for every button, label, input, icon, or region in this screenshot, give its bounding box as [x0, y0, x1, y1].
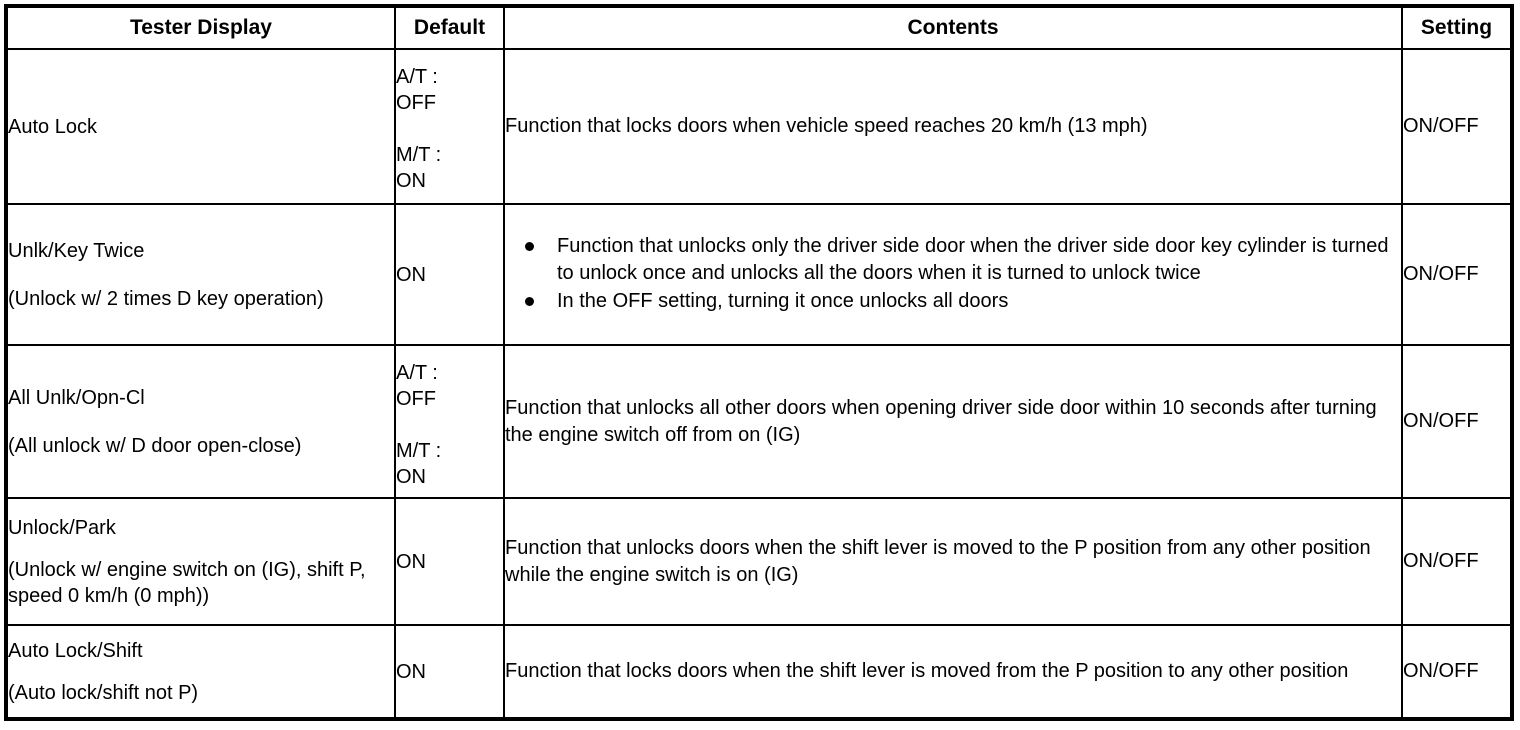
column-header-setting: Setting: [1401, 5, 1513, 50]
cell-contents: Function that locks doors when vehicle s…: [503, 48, 1403, 205]
cell-default: ON: [394, 203, 505, 346]
table-row: Unlock/Park (Unlock w/ engine switch on …: [5, 497, 1513, 626]
cell-contents: Function that unlocks doors when the shi…: [503, 497, 1403, 626]
cell-contents: Function that unlocks all other doors wh…: [503, 344, 1403, 499]
column-header-tester-display: Tester Display: [5, 5, 396, 50]
contents-text: Function that unlocks all other doors wh…: [505, 396, 1377, 446]
tester-display-name: Auto Lock/Shift: [8, 639, 143, 662]
contents-text: Function that locks doors when vehicle s…: [505, 115, 1148, 137]
cell-setting: ON/OFF: [1401, 624, 1513, 720]
cell-setting: ON/OFF: [1401, 497, 1513, 626]
bullet-icon: [525, 242, 534, 251]
list-item-text: In the OFF setting, turning it once unlo…: [557, 290, 1009, 312]
contents-text: Function that locks doors when the shift…: [505, 660, 1349, 682]
cell-setting: ON/OFF: [1401, 203, 1513, 346]
tester-display-alias: (All unlock w/ D door open-close): [8, 434, 302, 457]
cell-tester-display: Unlock/Park (Unlock w/ engine switch on …: [5, 497, 396, 626]
tester-display-alias: (Auto lock/shift not P): [8, 681, 199, 704]
tester-display-alias: (Unlock w/ engine switch on (IG), shift …: [8, 558, 366, 607]
table-row: Unlk/Key Twice (Unlock w/ 2 times D key …: [5, 203, 1513, 346]
list-item-text: Function that unlocks only the driver si…: [557, 235, 1389, 284]
cell-setting: ON/OFF: [1401, 344, 1513, 499]
cell-tester-display: Auto Lock/Shift (Auto lock/shift not P): [5, 624, 396, 720]
cell-contents: Function that locks doors when the shift…: [503, 624, 1403, 720]
cell-contents: Function that unlocks only the driver si…: [503, 203, 1403, 346]
table-body: Auto Lock A/T : OFF M/T : ON Function th…: [5, 48, 1513, 720]
column-header-contents: Contents: [503, 5, 1403, 50]
column-header-default: Default: [394, 5, 505, 50]
cell-default: ON: [394, 624, 505, 720]
cell-tester-display: Auto Lock: [5, 48, 396, 205]
contents-text: Function that unlocks doors when the shi…: [505, 536, 1371, 586]
tester-display-name: All Unlk/Opn-Cl: [8, 386, 145, 409]
list-item: In the OFF setting, turning it once unlo…: [523, 288, 1401, 315]
cell-setting: ON/OFF: [1401, 48, 1513, 205]
tester-display-name: Unlock/Park: [8, 516, 116, 539]
tester-display-name: Auto Lock: [8, 115, 97, 138]
door-lock-settings-table: Tester Display Default Contents Setting …: [4, 4, 1514, 721]
cell-default: ON: [394, 497, 505, 626]
cell-tester-display: Unlk/Key Twice (Unlock w/ 2 times D key …: [5, 203, 396, 346]
table-row: Auto Lock/Shift (Auto lock/shift not P) …: [5, 624, 1513, 720]
table-header-row: Tester Display Default Contents Setting: [5, 5, 1513, 50]
cell-tester-display: All Unlk/Opn-Cl (All unlock w/ D door op…: [5, 344, 396, 499]
cell-default: A/T : OFF M/T : ON: [394, 344, 505, 499]
table-row: All Unlk/Opn-Cl (All unlock w/ D door op…: [5, 344, 1513, 499]
bullet-icon: [525, 297, 534, 306]
table-header: Tester Display Default Contents Setting: [5, 5, 1513, 50]
table-row: Auto Lock A/T : OFF M/T : ON Function th…: [5, 48, 1513, 205]
list-item: Function that unlocks only the driver si…: [523, 233, 1401, 287]
contents-bullet-list: Function that unlocks only the driver si…: [505, 233, 1401, 315]
cell-default: A/T : OFF M/T : ON: [394, 48, 505, 205]
tester-display-alias: (Unlock w/ 2 times D key operation): [8, 287, 324, 310]
tester-display-name: Unlk/Key Twice: [8, 239, 145, 262]
